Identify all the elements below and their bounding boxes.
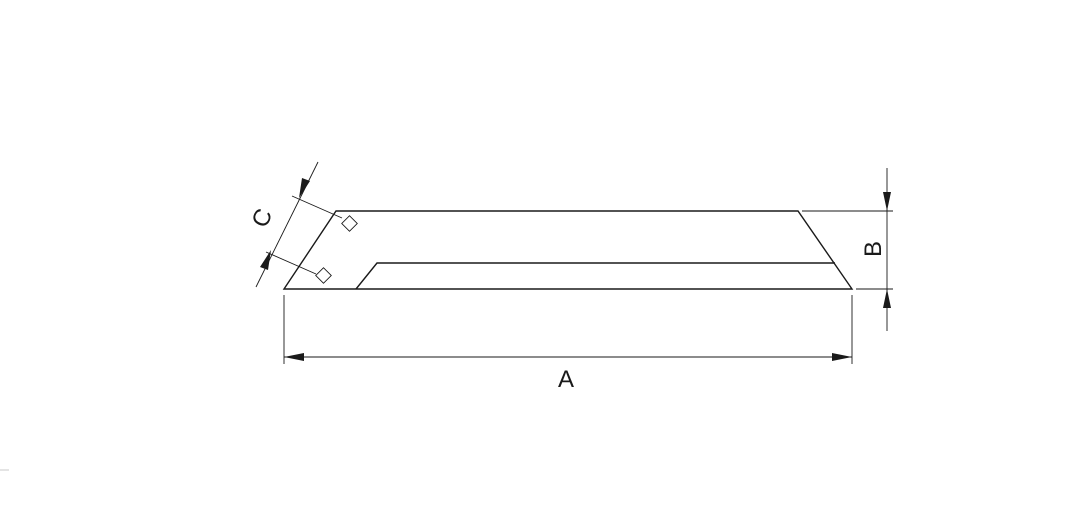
dimension-b-arrow-upper xyxy=(883,192,891,211)
dimension-c-extension-upper xyxy=(291,195,343,219)
diamond-icon-upper xyxy=(341,215,358,232)
dimension-c-arrow-upper xyxy=(299,178,310,198)
dimension-c-extension-lower xyxy=(265,251,317,275)
diamond-icon-lower xyxy=(315,267,332,284)
dimension-b-arrow-lower xyxy=(883,289,891,308)
dimension-b-label: B xyxy=(860,241,887,257)
dimension-b: B xyxy=(802,168,893,331)
blade-bevel-line xyxy=(355,262,835,290)
dimension-c-label: C xyxy=(247,205,279,232)
dimension-c-arrow-lower xyxy=(260,250,271,270)
dimension-a-arrow-left xyxy=(284,353,304,361)
blade-outline xyxy=(282,210,854,290)
diamond-icon xyxy=(315,215,358,284)
dimension-a-label: A xyxy=(558,366,574,393)
blade-shape xyxy=(282,210,854,290)
dimension-a: A xyxy=(283,295,853,393)
dimension-a-arrow-right xyxy=(832,353,852,361)
